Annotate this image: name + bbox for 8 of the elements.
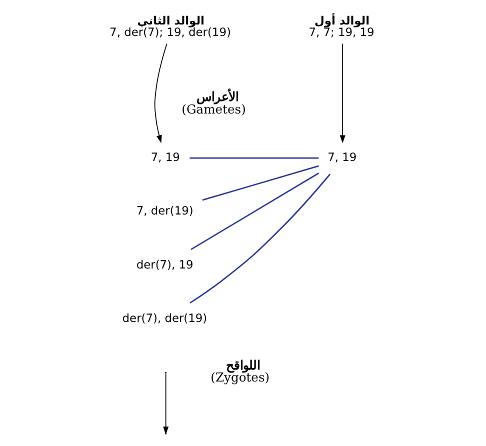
label: (Zygotes) — [210, 370, 270, 385]
node-text: 7, 19 — [328, 150, 357, 164]
label: اللواقح — [226, 357, 260, 372]
label: الأعراس — [196, 89, 239, 104]
node-text: der(7), 19 — [136, 257, 194, 272]
node-text: 7, der(19) — [136, 204, 194, 218]
node-text: 7, 19 — [150, 150, 180, 164]
node-text: der(7), der(19) — [122, 310, 208, 325]
